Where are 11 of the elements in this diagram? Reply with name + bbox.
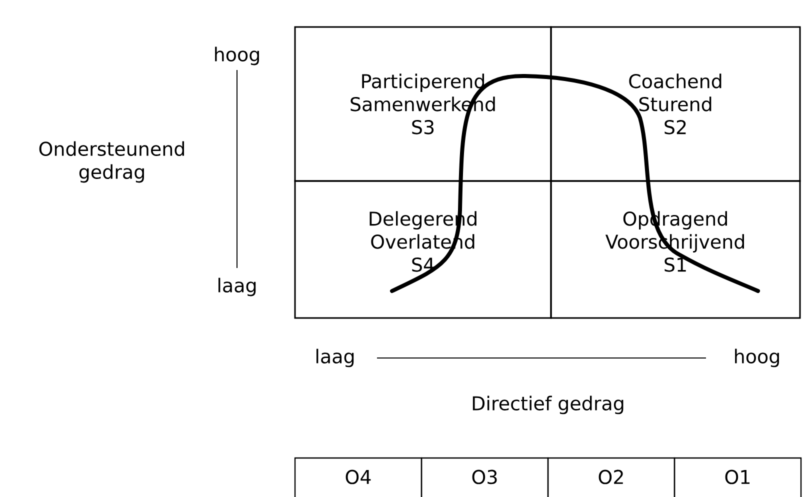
- quadrant-box: Coachend Sturend S2: [550, 26, 801, 182]
- table-cell: O2: [547, 457, 676, 497]
- axis-label: laag: [316, 348, 354, 368]
- table-cell: O1: [674, 457, 802, 497]
- axis-label: Directief gedrag: [472, 396, 624, 414]
- table-cell: O3: [420, 457, 549, 497]
- axis-label: hoog: [735, 348, 779, 368]
- axis-label: laag: [218, 278, 256, 296]
- axis-label: hoog: [215, 46, 259, 66]
- table-cell: O4: [294, 457, 422, 497]
- axis-label: Ondersteunend gedrag: [39, 141, 184, 183]
